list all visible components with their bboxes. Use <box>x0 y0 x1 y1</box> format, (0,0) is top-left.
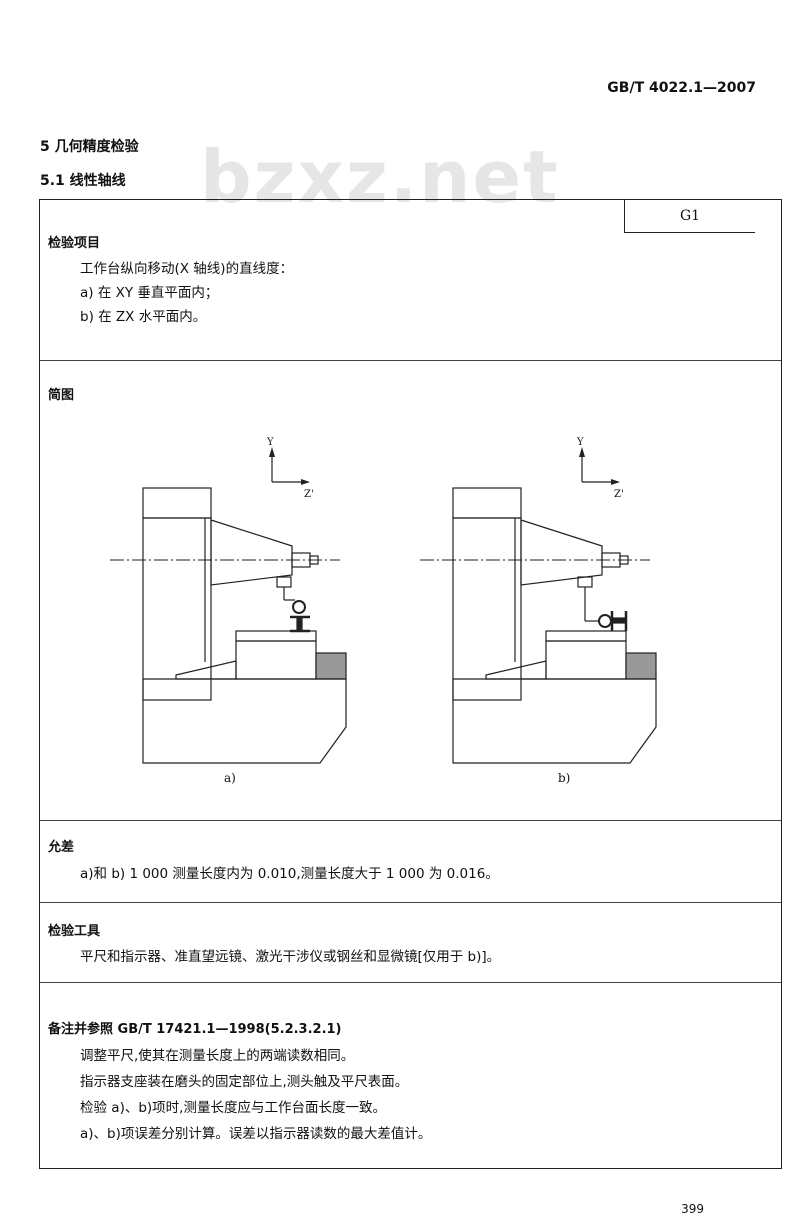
caption-b: b) <box>558 771 570 785</box>
divider <box>40 820 781 821</box>
subsection-heading: 5.1 线性轴线 <box>40 173 126 189</box>
notes-line: a)、b)项误差分别计算。误差以指示器读数的最大差值计。 <box>80 1126 432 1142</box>
code-box: G1 <box>624 200 755 233</box>
divider <box>40 902 781 903</box>
caption-a: a) <box>224 771 236 785</box>
figure-a <box>110 447 347 764</box>
axis-label-z: Z' <box>304 489 314 500</box>
notes-line: 调整平尺,使其在测量长度上的两端读数相同。 <box>80 1048 355 1064</box>
notes-line: 指示器支座装在磨头的固定部位上,测头触及平尺表面。 <box>80 1074 409 1090</box>
axis-label-z: Z' <box>614 489 624 500</box>
inspection-item-line: a) 在 XY 垂直平面内； <box>80 285 219 301</box>
section-heading: 5 几何精度检验 <box>40 139 139 155</box>
divider <box>40 982 781 983</box>
tolerance-text: a)和 b) 1 000 测量长度内为 0.010,测量长度大于 1 000 为… <box>80 866 499 882</box>
diagram-figures: Y Z' a) Y <box>110 437 657 785</box>
tools-title: 检验工具 <box>48 924 101 939</box>
axis-label-y: Y <box>266 437 274 448</box>
page-number: 399 <box>681 1202 704 1216</box>
tolerance-title: 允差 <box>48 840 75 855</box>
watermark: bzxz.net <box>200 135 560 219</box>
inspection-table: G1 检验项目 工作台纵向移动(X 轴线)的直线度： a) 在 XY 垂直平面内… <box>39 199 782 1169</box>
inspection-item-line: b) 在 ZX 水平面内。 <box>80 309 207 325</box>
tools-text: 平尺和指示器、准直望远镜、激光干涉仪或钢丝和显微镜[仅用于 b)]。 <box>80 949 501 965</box>
notes-line: 检验 a)、b)项时,测量长度应与工作台面长度一致。 <box>80 1100 386 1116</box>
figure-b <box>420 447 657 764</box>
diagram-title: 简图 <box>48 388 75 403</box>
divider <box>40 360 781 361</box>
axis-label-y: Y <box>576 437 584 448</box>
inspection-item-line: 工作台纵向移动(X 轴线)的直线度： <box>80 261 294 277</box>
standard-number: GB/T 4022.1—2007 <box>607 80 756 96</box>
inspection-item-title: 检验项目 <box>48 236 101 251</box>
notes-title: 备注并参照 GB/T 17421.1—1998(5.2.3.2.1) <box>48 1022 342 1037</box>
